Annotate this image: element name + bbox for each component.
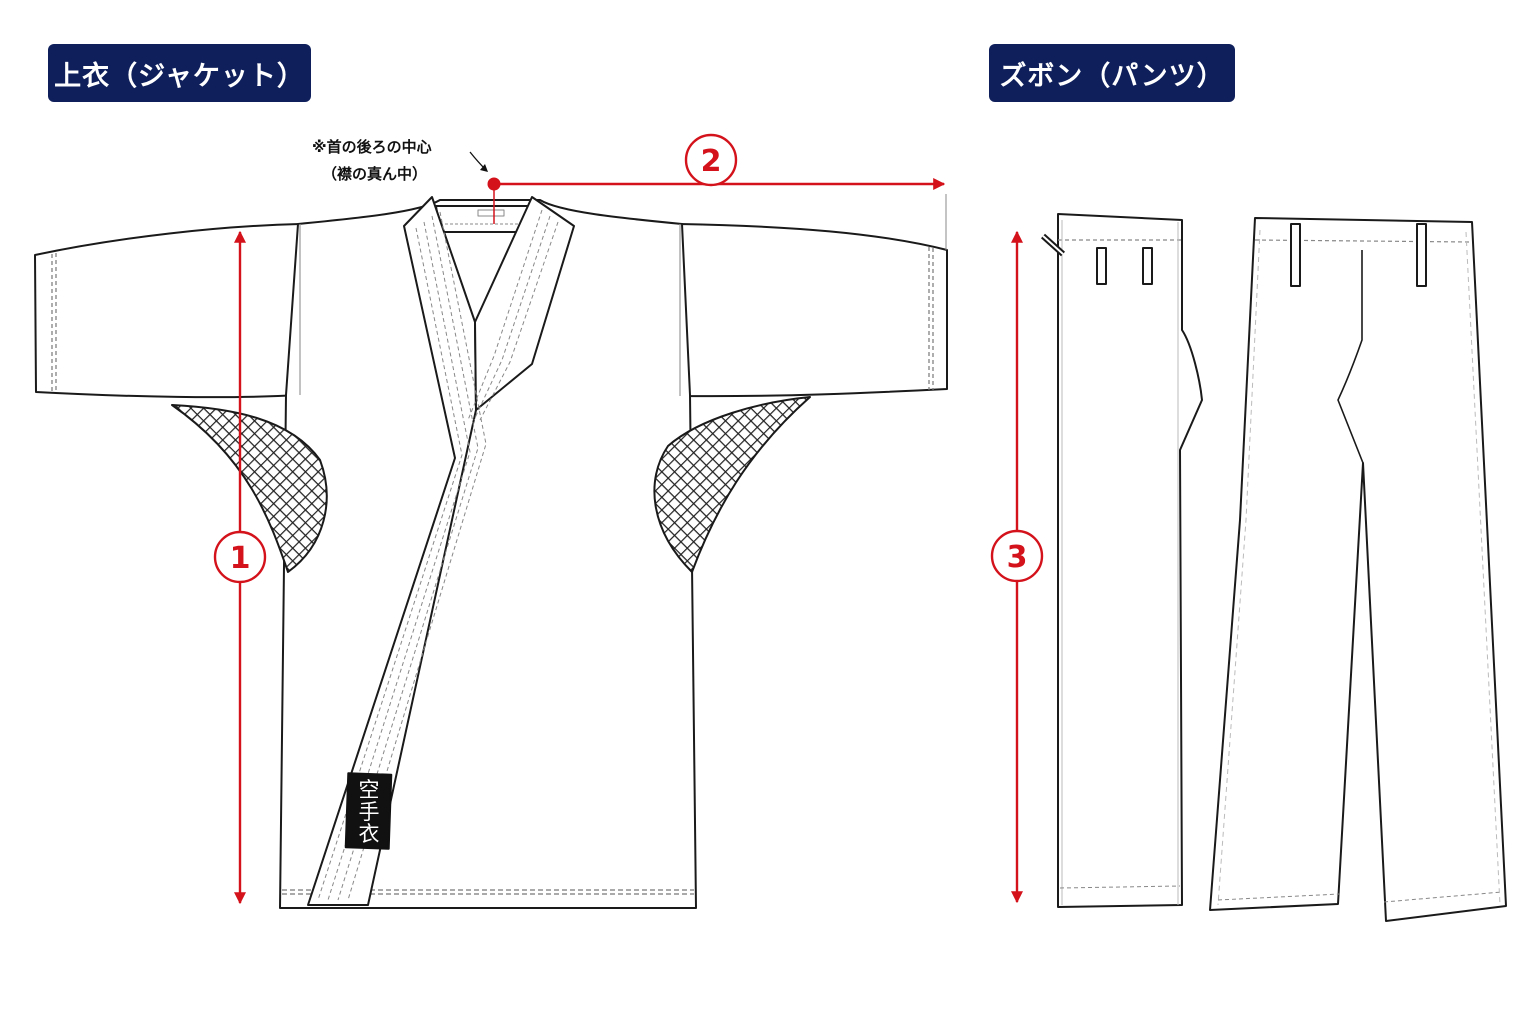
- belt-loop: [1290, 223, 1301, 287]
- belt-loop: [1416, 223, 1427, 287]
- left-sleeve: [34, 223, 301, 399]
- badge-char-2: 手: [359, 800, 380, 824]
- left-underarm-mesh: [171, 404, 328, 573]
- measurement-3: 3: [990, 230, 1044, 904]
- pants-side-view: [1057, 213, 1203, 908]
- lapel-badge-text: 空 手 衣: [359, 778, 380, 846]
- lapel-badge: [344, 772, 393, 850]
- measurement-2: 2: [469, 133, 947, 250]
- pants-section-label: ズボン（パンツ）: [989, 44, 1235, 102]
- belt-loop: [1142, 247, 1153, 285]
- belt-loop: [1096, 247, 1107, 285]
- measurement-1: 1: [213, 230, 267, 905]
- measurement-1-circle: [213, 530, 267, 584]
- neck-center-point: [487, 177, 501, 191]
- jacket-section-label: 上衣（ジャケット）: [48, 44, 311, 102]
- lapel-band-right: [474, 196, 575, 411]
- lapel-band: [307, 196, 477, 906]
- badge-char-1: 空: [359, 778, 380, 802]
- right-sleeve: [679, 223, 948, 398]
- measurement-3-number: 3: [1007, 540, 1028, 575]
- measurement-1-number: 1: [230, 541, 251, 576]
- measurement-2-number: 2: [701, 144, 722, 179]
- right-underarm-mesh: [653, 396, 811, 573]
- pants-front-view: [1209, 217, 1507, 922]
- jacket-drawing: [34, 196, 948, 909]
- pants-drawing: [1040, 213, 1507, 922]
- collar-middle-note: （襟の真ん中）: [322, 165, 428, 183]
- neck-center-note: ※首の後ろの中心: [312, 138, 432, 156]
- badge-char-3: 衣: [359, 822, 380, 846]
- measurement-3-circle: [990, 529, 1044, 583]
- measurement-2-circle: [684, 133, 738, 187]
